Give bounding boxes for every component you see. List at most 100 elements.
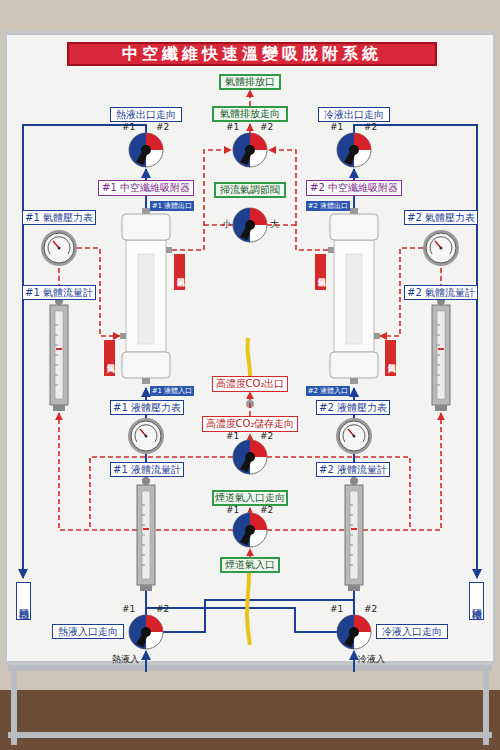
instrument-label-box: 冷液出口走向 [318,107,390,122]
three-way-valve [233,133,267,167]
gas-port-tag: 氣體出口 [315,254,326,290]
gas-port-tag: 氣體入口 [385,340,396,376]
port-label: #2 [260,506,273,515]
yellow-flue-tube [247,573,250,645]
three-way-valve [129,615,163,649]
liquid-pressure-gauge [336,418,372,454]
port-label: #2 [156,605,169,614]
node-text: #2 液體入口 [308,388,349,395]
node-text: #1 液體流量計 [113,465,181,475]
gas-pressure-gauge [41,230,77,266]
instrument-label-box: #2 液體壓力表 [316,400,390,415]
whiteboard [5,33,495,663]
port-label: #1 [122,123,135,132]
title-text: 中空纖維快速溫變吸脫附系統 [122,46,382,62]
node-text: 煙道氣入口走向 [215,493,285,503]
instrument-label-box: #2 液體流量計 [316,462,390,477]
gas-label-box: 掃流氣調節閥 [214,182,286,198]
port-label: #2 [364,605,377,614]
port-label: #2 [260,432,273,441]
node-text: #2 氣體壓力表 [407,213,475,223]
instrument-label-box: #1 氣體壓力表 [22,210,96,225]
adsorber-label-box: #2 中空纖維吸附器 [306,180,402,196]
flue-direction-pipe [249,508,251,513]
port-label: #1 [226,432,239,441]
liquid-port-tag: #1 液體入口 [150,386,194,396]
port-label: 冷液入 [358,655,385,664]
liquid-port-tag: #1 液體出口 [150,201,194,211]
exhaust-pipe [249,124,251,133]
gas-label-box: 煙道氣入口走向 [212,490,288,506]
three-way-valve [129,133,163,167]
instrument-label-box: #2 氣體壓力表 [404,210,478,225]
gas-outlet-pipe [172,150,231,250]
cross-feed-pipe [163,600,354,632]
liquid-pipes [23,125,477,672]
tank-label-box: 回熱槽 [16,582,31,620]
port-label: #1 [330,605,343,614]
adsorber-1 [122,208,170,384]
port-label: #1 [226,123,239,132]
node-text: #1 氣體流量計 [25,288,93,298]
node-text: 冷液出口走向 [324,110,384,120]
node-text: #1 氣體壓力表 [25,213,93,223]
three-way-valve [337,615,371,649]
node-text: #2 中空纖維吸附器 [310,183,398,193]
three-way-valve [233,440,267,474]
port-label: #1 [226,506,239,515]
three-way-valve [233,513,267,547]
liquid-flowmeter [345,477,363,591]
gas-pipes [59,124,441,557]
liquid-port-tag: #2 液體出口 [306,201,350,211]
node-text: #2 氣體流量計 [407,288,475,298]
port-label: #1 [122,605,135,614]
gas-outlet-fitting [328,247,334,253]
node-text: #1 液體出口 [152,203,193,210]
gas-port-tag: 氣體入口 [104,340,115,376]
port-label: #1 [330,123,343,132]
gas-flow-connector [249,392,251,416]
gas-inlet-fitting [374,333,380,339]
node-text: 氣體排放口 [225,77,275,87]
gas-inlet-fitting [120,333,126,339]
stand-frame [8,665,492,745]
instrument-label-box: #1 液體流量計 [110,462,184,477]
cold-feed-pipe [353,651,355,672]
port-label: #2 [156,123,169,132]
node-text: 熱液入口走向 [58,627,118,637]
instrument-label-box: 冷液入口走向 [376,624,448,639]
hot-feed-pipe [145,651,147,672]
adsorber-2 [330,208,378,384]
node-text: #1 液體壓力表 [113,403,181,413]
port-label: 熱液入 [112,655,139,664]
node-text: #1 液體入口 [152,388,193,395]
node-text: 掃流氣調節閥 [220,185,280,195]
node-text: #2 液體出口 [308,203,349,210]
node-text: 煙道氣入口 [225,560,275,570]
gas-port-tag: 氣體出口 [174,254,185,290]
gas-outlet-pipe [269,150,328,250]
node-text: 高濃度CO₂儲存走向 [206,419,295,429]
co2-label-box: 高濃度CO₂儲存走向 [202,416,298,432]
gas-pressure-gauge [423,230,459,266]
liquid-pressure-gauge [128,418,164,454]
liquid-flowmeter [137,477,155,591]
gas-flow-connector [249,90,251,106]
gas-label-box: 氣體排放口 [219,74,281,90]
co2-fitting [246,400,254,408]
instrument-label-box: 熱液出口走向 [110,107,182,122]
gas-flowmeter [50,297,68,411]
node-text: 高濃度CO₂出口 [216,379,285,389]
port-label: 大 [270,220,279,229]
three-way-valve [337,133,371,167]
floor [0,690,500,750]
tank-label-box: 回冷槽 [469,582,484,620]
gas-label-box: 氣體排放走向 [212,106,288,122]
sweep-valve [233,208,267,242]
port-label: 小 [222,220,231,229]
co2-store-pipe [249,434,251,440]
node-text: #1 中空纖維吸附器 [102,183,190,193]
